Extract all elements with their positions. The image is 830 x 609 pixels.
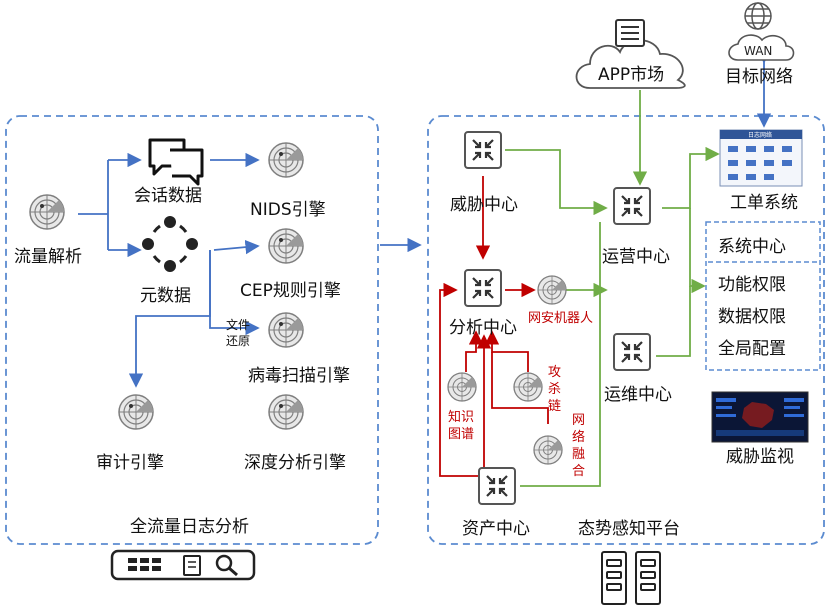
virus-engine-icon	[268, 312, 304, 348]
target-network-label: 目标网络	[725, 67, 793, 87]
system-center-box	[705, 221, 821, 371]
chat-bubbles-icon	[148, 138, 204, 186]
threat-monitor-label: 威胁监视	[726, 447, 794, 467]
app-market-label: APP市场	[598, 65, 664, 85]
left-panel	[5, 115, 379, 545]
audit-engine-label: 审计引擎	[96, 453, 164, 473]
network-fusion-icon	[533, 435, 563, 465]
left-panel-title: 全流量日志分析	[130, 517, 249, 537]
flow-parse-label: 流量解析	[14, 247, 82, 267]
nids-engine-label: NIDS引擎	[250, 200, 326, 220]
right-panel-title: 态势感知平台	[578, 519, 680, 539]
asset-center-icon	[477, 466, 517, 506]
killchain-char-1: 攻	[548, 365, 561, 380]
cep-engine-label: CEP规则引擎	[240, 281, 341, 301]
wan-cloud-icon	[728, 34, 795, 61]
data-permission-label: 数据权限	[718, 307, 786, 327]
ops-center-icon	[612, 186, 652, 226]
fusion-char-3: 融	[572, 447, 585, 462]
feature-permission-label: 功能权限	[718, 275, 786, 295]
session-data-label: 会话数据	[134, 186, 202, 206]
system-center-label: 系统中心	[718, 237, 786, 257]
threat-center-label: 威胁中心	[450, 195, 518, 215]
server-icon	[601, 551, 661, 605]
cep-engine-icon	[268, 228, 304, 264]
file-restore-label-1: 文件	[226, 317, 250, 332]
left-connectors	[78, 152, 422, 388]
robot-label: 网安机器人	[528, 311, 593, 326]
knowledge-graph-icon	[447, 372, 477, 402]
threat-monitor-screen	[711, 391, 809, 443]
log-analysis-toolbar-icon	[110, 549, 256, 581]
wan-label: WAN	[744, 44, 772, 58]
fusion-char-1: 网	[572, 413, 585, 428]
metadata-label: 元数据	[140, 286, 191, 306]
robot-icon	[537, 275, 567, 305]
virus-engine-label: 病毒扫描引擎	[248, 366, 350, 386]
deep-engine-icon	[268, 394, 304, 430]
globe-icon	[744, 2, 772, 30]
killchain-icon	[513, 372, 543, 402]
global-config-label: 全局配置	[718, 339, 786, 359]
file-restore-label-2: 还原	[226, 334, 250, 348]
red-connectors	[439, 176, 549, 486]
analysis-center-label: 分析中心	[449, 318, 517, 338]
killchain-char-3: 链	[548, 399, 561, 414]
audit-engine-icon	[118, 394, 154, 430]
maint-center-icon	[612, 332, 652, 372]
ticket-screen-title: 日志网络	[748, 131, 772, 139]
green-connectors	[505, 90, 720, 487]
app-market-cloud-icon	[575, 19, 686, 89]
fusion-char-2: 络	[572, 429, 585, 445]
asset-center-label: 资产中心	[462, 519, 530, 539]
analysis-center-icon	[463, 268, 503, 308]
ops-center-label: 运营中心	[602, 247, 670, 267]
metadata-icon	[142, 216, 198, 272]
fusion-char-4: 合	[572, 464, 585, 479]
threat-center-icon	[463, 130, 503, 170]
ticket-system-label: 工单系统	[730, 193, 798, 213]
nids-engine-icon	[268, 142, 304, 178]
knowledge-label-2: 图谱	[448, 427, 474, 442]
killchain-char-2: 杀	[548, 382, 561, 397]
ticket-system-screen: 日志网络	[719, 129, 803, 187]
maint-center-label: 运维中心	[604, 385, 672, 405]
right-panel	[427, 115, 825, 545]
flow-parse-node: 流量解析	[14, 194, 82, 267]
knowledge-label-1: 知识	[448, 409, 474, 425]
deep-engine-label: 深度分析引擎	[244, 453, 346, 473]
